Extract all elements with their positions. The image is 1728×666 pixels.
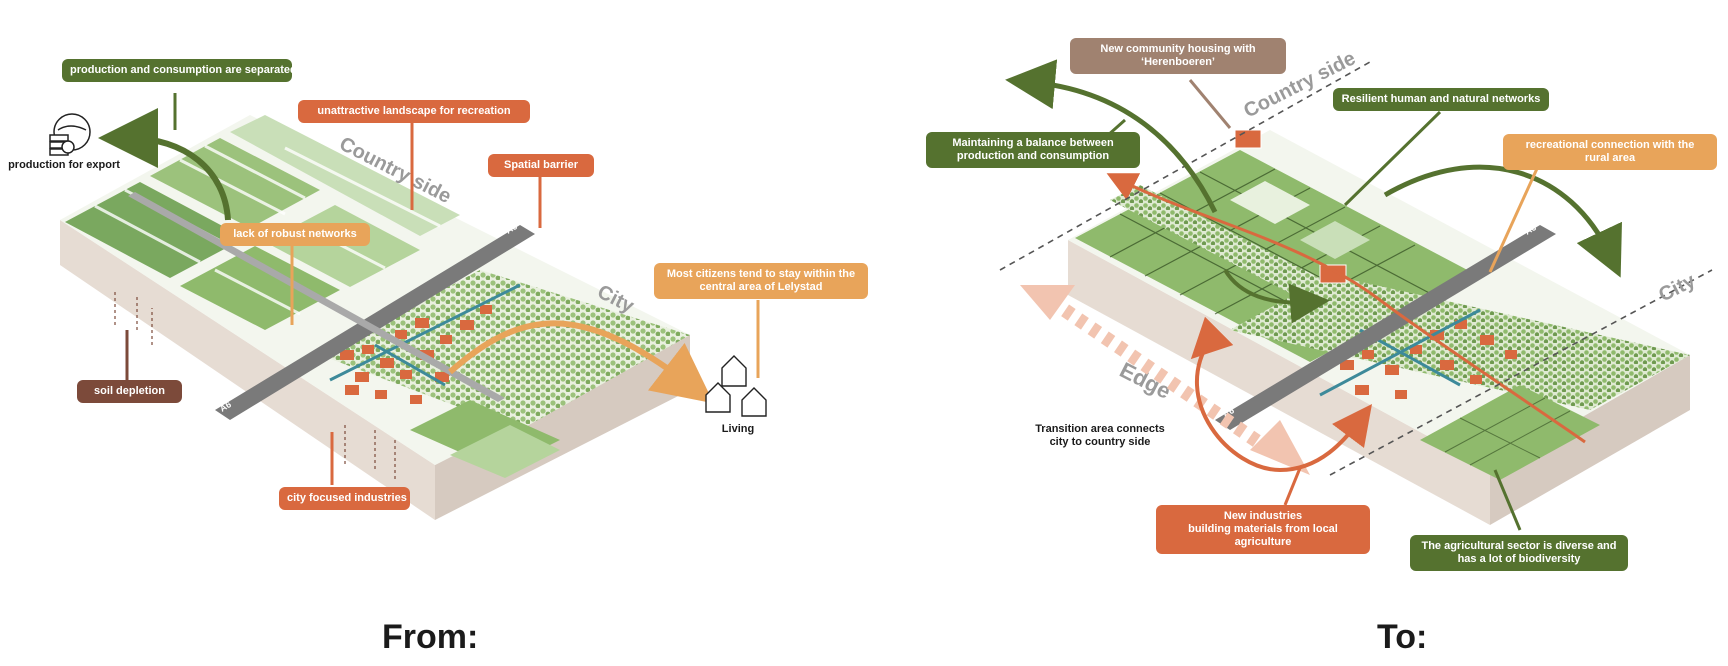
label-balance-line2: production and consumption <box>956 150 1110 162</box>
left-city-forest <box>320 270 690 430</box>
label-community-housing-line1: New community housing with <box>1100 43 1256 55</box>
left-fields-a <box>65 182 245 278</box>
left-a6-road <box>215 225 535 420</box>
label-robust-networks-text: lack of robust networks <box>233 228 357 240</box>
right-industries-arrow <box>1195 338 1373 473</box>
house-icon <box>705 355 767 417</box>
label-transition-area: Transition area connects city to country… <box>1020 423 1180 449</box>
label-agricultural-sector-line1: The agricultural sector is diverse and <box>1421 540 1617 552</box>
left-block-side-front <box>60 220 435 520</box>
caption-from: From: <box>382 618 479 656</box>
globe-icon <box>49 113 91 156</box>
label-city-industries: city focused industries <box>279 487 410 510</box>
label-agricultural-sector: The agricultural sector is diverse and h… <box>1410 535 1628 571</box>
label-recreational-connection: recreational connection with the rural a… <box>1503 134 1717 170</box>
label-production-separated-text: production and consumption are separated <box>70 64 297 76</box>
left-fields-b <box>150 138 320 228</box>
left-city-buildings <box>340 305 492 404</box>
right-balance-arrow <box>1005 59 1218 214</box>
left-fields-d <box>180 246 340 330</box>
label-spatial-barrier-text: Spatial barrier <box>504 159 578 171</box>
label-resilient-networks: Resilient human and natural networks <box>1333 88 1549 111</box>
label-soil-depletion-text: soil depletion <box>94 385 165 397</box>
right-edge-arrow <box>1046 294 1274 456</box>
right-block: A6 A6 Country side City Edge <box>999 47 1713 531</box>
left-living-arrow <box>448 320 714 404</box>
label-new-industries-line2: building materials from local agricultur… <box>1188 523 1338 548</box>
left-export-arrow <box>98 108 231 221</box>
label-community-housing-line2: ‘Herenboeren’ <box>1141 56 1215 68</box>
label-balance: Maintaining a balance between production… <box>926 132 1140 168</box>
label-agricultural-sector-line2: has a lot of biodiversity <box>1457 553 1581 565</box>
right-fields-front <box>1420 385 1600 480</box>
caption-to: To: <box>1377 618 1428 656</box>
label-city-industries-text: city focused industries <box>287 492 407 504</box>
right-city-label: City <box>1655 269 1699 306</box>
label-community-housing: New community housing with ‘Herenboeren’ <box>1070 38 1286 74</box>
label-transition-area-line2: city to country side <box>1049 436 1151 448</box>
right-recreation-arrow <box>1383 164 1622 278</box>
label-balance-line1: Maintaining a balance between <box>952 137 1114 149</box>
label-recreational-connection-line1: recreational connection with the <box>1525 139 1695 151</box>
left-lower-fields-2 <box>450 425 560 478</box>
right-orange-axis <box>1106 173 1576 437</box>
label-robust-networks: lack of robust networks <box>220 223 370 246</box>
label-spatial-barrier: Spatial barrier <box>488 154 594 177</box>
label-citizens-line2: central area of Lelystad <box>699 281 823 293</box>
label-recreational-connection-line2: rural area <box>1584 152 1636 164</box>
label-resilient-networks-text: Resilient human and natural networks <box>1341 93 1541 105</box>
label-living: Living <box>721 423 755 435</box>
right-city-buildings <box>1340 320 1517 399</box>
label-unattractive-landscape-text: unattractive landscape for recreation <box>317 105 511 117</box>
left-block: A6 A6 Country side City <box>49 93 767 520</box>
right-a6-road <box>1215 225 1556 430</box>
right-tree-belt-2 <box>1110 185 1420 345</box>
label-production-export: production for export <box>8 159 120 171</box>
right-block-side-right <box>1490 355 1690 525</box>
label-citizens-line1: Most citizens tend to stay within the <box>666 268 856 280</box>
label-soil-depletion: soil depletion <box>77 380 182 403</box>
label-transition-area-line1: Transition area connects <box>1035 423 1165 435</box>
label-new-industries: New industries building materials from l… <box>1156 505 1370 554</box>
label-citizens: Most citizens tend to stay within the ce… <box>654 263 868 299</box>
label-unattractive-landscape: unattractive landscape for recreation <box>298 100 530 123</box>
label-new-industries-line1: New industries <box>1223 510 1303 522</box>
label-production-separated: production and consumption are separated <box>62 59 297 82</box>
